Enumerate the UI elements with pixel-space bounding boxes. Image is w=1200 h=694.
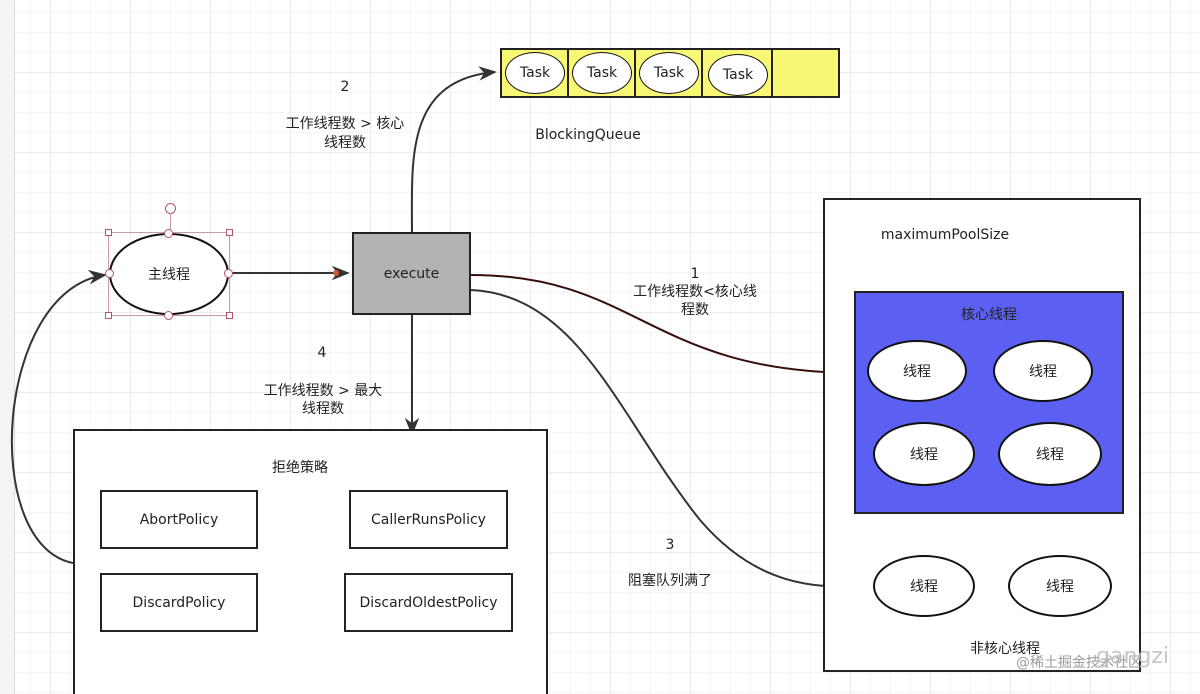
edge-2-line1: 工作线程数 > 核心 xyxy=(285,116,405,132)
core-thread-label: 线程 xyxy=(903,364,931,380)
core-threads-title: 核心线程 xyxy=(961,307,1017,323)
edge-2-num: 2 xyxy=(340,79,350,95)
queue-task-label: Task xyxy=(653,65,685,81)
resize-handle-top-right[interactable] xyxy=(226,229,233,236)
connect-point-left[interactable] xyxy=(105,269,114,278)
connect-point-bottom[interactable] xyxy=(164,311,173,320)
core-thread-label: 线程 xyxy=(910,447,938,463)
core-thread[interactable]: 线程 xyxy=(998,422,1102,486)
connect-point-right[interactable] xyxy=(224,269,233,278)
arrow-execute-to-core xyxy=(470,274,867,381)
core-thread-label: 线程 xyxy=(1036,447,1064,463)
resize-handle-bottom-left[interactable] xyxy=(105,312,112,319)
main-thread-label: 主线程 xyxy=(148,267,190,283)
non-core-label: 非核心线程 xyxy=(970,641,1040,657)
resize-handle-bottom-right[interactable] xyxy=(226,312,233,319)
core-thread-label: 线程 xyxy=(1029,364,1057,380)
arrow-reject-to-main xyxy=(10,270,107,564)
queue-task[interactable]: Task xyxy=(572,52,632,94)
connect-point-top[interactable] xyxy=(164,229,173,238)
queue-slot: Task xyxy=(703,50,773,98)
policy-label: DiscardPolicy xyxy=(132,594,226,611)
edge-2-line2: 线程数 xyxy=(324,135,366,151)
edge-3-line1: 阻塞队列满了 xyxy=(628,573,712,589)
queue-task[interactable]: Task xyxy=(708,54,768,96)
caller-runs-policy[interactable]: CallerRunsPolicy xyxy=(349,490,508,549)
queue-task-label: Task xyxy=(586,65,618,81)
blocking-queue[interactable]: Task Task Task Task xyxy=(500,48,840,98)
queue-task-label: Task xyxy=(722,67,754,83)
policy-label: CallerRunsPolicy xyxy=(371,511,486,528)
core-thread[interactable]: 线程 xyxy=(993,340,1093,402)
queue-slot: Task xyxy=(502,50,569,98)
queue-slot: Task xyxy=(569,50,636,98)
queue-task-label: Task xyxy=(519,65,551,81)
watermark: @稀土掘金技术社区 xyxy=(1016,655,1142,671)
pool-title: maximumPoolSize xyxy=(880,227,1010,243)
policy-label: AbortPolicy xyxy=(139,511,219,528)
queue-slot: Task xyxy=(636,50,703,98)
execute-label: execute xyxy=(383,265,440,282)
queue-task[interactable]: Task xyxy=(505,52,565,94)
non-core-thread-label: 线程 xyxy=(1046,579,1074,595)
main-thread-node[interactable]: 主线程 xyxy=(109,233,229,315)
abort-policy[interactable]: AbortPolicy xyxy=(100,490,258,549)
non-core-thread[interactable]: 线程 xyxy=(873,555,975,617)
discard-policy[interactable]: DiscardPolicy xyxy=(100,573,258,632)
edge-4-line1: 工作线程数 > 最大 xyxy=(263,383,383,399)
reject-title: 拒绝策略 xyxy=(272,460,328,476)
edge-1-line2: 程数 xyxy=(681,302,709,318)
execute-node[interactable]: execute xyxy=(352,232,471,315)
edge-4-num: 4 xyxy=(317,345,327,361)
queue-name: BlockingQueue xyxy=(535,127,641,143)
rotate-handle-stem xyxy=(170,213,171,233)
edge-1-num: 1 xyxy=(690,266,700,282)
reject-policy-box[interactable] xyxy=(73,429,548,694)
canvas-left-ruler xyxy=(0,0,15,694)
edge-4-line2: 线程数 xyxy=(302,401,344,417)
arrow-execute-to-noncore xyxy=(470,289,870,595)
core-thread[interactable]: 线程 xyxy=(867,340,967,402)
policy-label: DiscardOldestPolicy xyxy=(359,594,498,611)
non-core-thread[interactable]: 线程 xyxy=(1008,555,1112,617)
edge-3-num: 3 xyxy=(665,537,675,553)
discard-oldest-policy[interactable]: DiscardOldestPolicy xyxy=(344,573,513,632)
arrow-execute-to-queue xyxy=(410,66,497,233)
watermark-overlay: gangzi xyxy=(1096,644,1170,669)
non-core-thread-label: 线程 xyxy=(910,579,938,595)
core-thread[interactable]: 线程 xyxy=(873,422,975,486)
edge-1-line1: 工作线程数<核心线 xyxy=(633,284,757,300)
queue-task[interactable]: Task xyxy=(639,52,699,94)
resize-handle-top-left[interactable] xyxy=(105,229,112,236)
